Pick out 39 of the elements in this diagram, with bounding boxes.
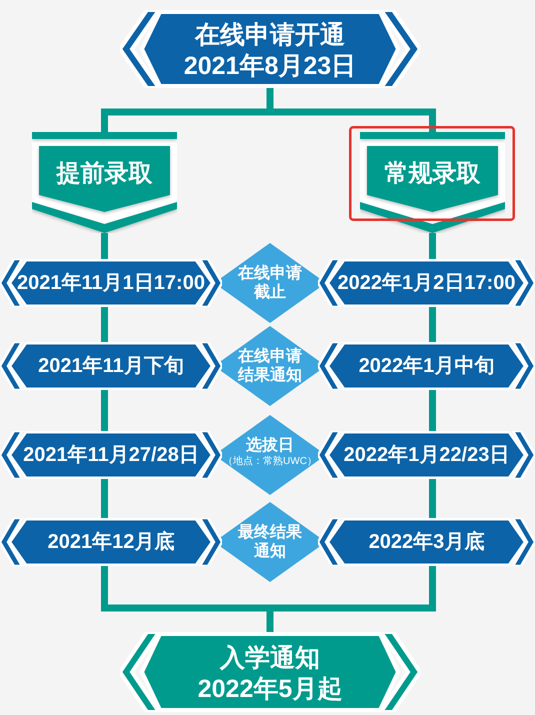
stage-label: 最终结果通知 — [237, 523, 303, 561]
hexagon-banner — [120, 10, 420, 88]
date-text: 2022年3月底 — [368, 530, 484, 554]
hexagon-banner — [120, 632, 420, 712]
stage-label: 在线申请截止 — [237, 264, 303, 302]
date-hexagon — [318, 342, 535, 390]
connector-line — [101, 307, 108, 342]
date-hexagon — [318, 259, 535, 307]
stage-label: 选拔日 — [246, 436, 294, 454]
connector-line — [101, 390, 108, 431]
stage-label: 在线申请结果通知 — [237, 347, 303, 385]
track-label: 提前录取 — [56, 159, 152, 189]
heading-text: 在线申请开通 — [195, 20, 345, 50]
connector-line — [429, 233, 436, 259]
connector-line — [429, 307, 436, 342]
date-hexagon — [0, 342, 222, 390]
date-text: 2021年8月23日 — [184, 50, 356, 82]
connector-line — [429, 479, 436, 518]
heading-text: 入学通知 — [220, 642, 320, 674]
date-text: 2021年12月底 — [48, 530, 174, 554]
connector-line — [101, 479, 108, 518]
date-text: 2021年11月1日17:00 — [17, 271, 205, 295]
date-text: 2022年1月2日17:00 — [338, 271, 516, 295]
date-text: 2022年1月22/23日 — [344, 443, 510, 467]
date-hexagon — [318, 431, 535, 479]
date-text: 2021年11月下旬 — [38, 354, 184, 378]
date-text: 2021年11月27/28日 — [23, 443, 199, 467]
track-label: 常规录取 — [384, 159, 480, 189]
pennant-banner — [32, 132, 177, 233]
date-hexagon — [0, 431, 222, 479]
location-note: （地点：常熟UWC） — [223, 454, 317, 468]
date-hexagon — [318, 518, 535, 566]
connector-line — [429, 390, 436, 431]
date-hexagon — [0, 259, 222, 307]
date-hexagon — [0, 518, 222, 566]
connector-line — [101, 233, 108, 259]
date-text: 2022年1月中旬 — [358, 354, 494, 378]
date-text: 2022年5月起 — [198, 674, 342, 704]
pennant-banner — [360, 132, 505, 233]
